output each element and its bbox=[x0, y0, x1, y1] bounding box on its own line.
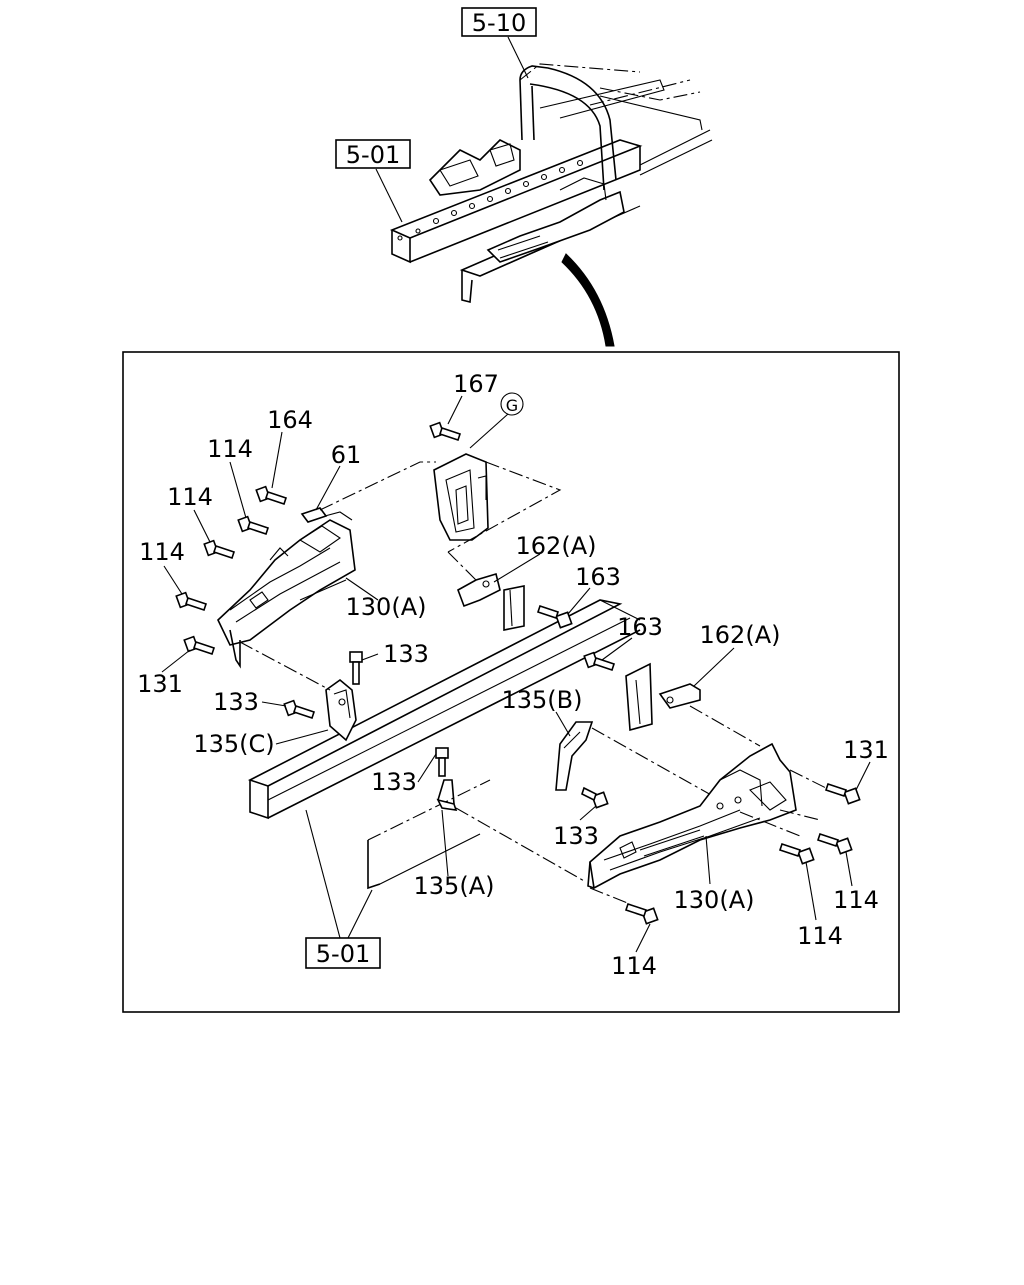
callout-135b[interactable]: 135(B) bbox=[502, 686, 583, 714]
callout-114-c[interactable]: 114 bbox=[139, 538, 185, 566]
callout-g-circle bbox=[500, 392, 524, 416]
callout-131-left[interactable]: 131 bbox=[137, 670, 183, 698]
callout-114-a[interactable]: 114 bbox=[207, 435, 253, 463]
callout-167[interactable]: 167 bbox=[453, 370, 499, 398]
callout-labels: 167 G 164 61 114 114 114 162(A) 163 130(… bbox=[137, 370, 889, 980]
callout-135c[interactable]: 135(C) bbox=[193, 730, 274, 758]
detail-frame-box bbox=[122, 351, 900, 1013]
detail-drawing bbox=[161, 392, 871, 953]
callout-133-left[interactable]: 133 bbox=[213, 688, 259, 716]
callout-114-r1[interactable]: 114 bbox=[833, 886, 879, 914]
callout-131-right[interactable]: 131 bbox=[843, 736, 889, 764]
callout-61[interactable]: 61 bbox=[331, 441, 362, 469]
overview-frame-drawing: 5-10 5-01 bbox=[335, 7, 713, 347]
ref-frame-bottom-label: 5-01 bbox=[316, 940, 370, 968]
callout-133-mid[interactable]: 133 bbox=[371, 768, 417, 796]
callout-114-bottom[interactable]: 114 bbox=[611, 952, 657, 980]
callout-163-left[interactable]: 163 bbox=[575, 563, 621, 591]
ref-box-frame-top[interactable] bbox=[335, 139, 411, 169]
callout-163-right[interactable]: 163 bbox=[617, 613, 663, 641]
callout-135a[interactable]: 135(A) bbox=[414, 872, 495, 900]
callout-g[interactable]: G bbox=[506, 396, 518, 415]
callout-133-low[interactable]: 133 bbox=[553, 822, 599, 850]
ref-box-frame-bottom[interactable] bbox=[305, 937, 381, 969]
callout-162a-left[interactable]: 162(A) bbox=[516, 532, 597, 560]
ref-frame-top-label: 5-01 bbox=[346, 141, 400, 169]
callout-164[interactable]: 164 bbox=[267, 406, 313, 434]
callout-162a-right[interactable]: 162(A) bbox=[700, 621, 781, 649]
callout-133-top[interactable]: 133 bbox=[383, 640, 429, 668]
ref-cab-label: 5-10 bbox=[472, 9, 526, 37]
callout-130a-right[interactable]: 130(A) bbox=[674, 886, 755, 914]
callout-130a-left[interactable]: 130(A) bbox=[346, 593, 427, 621]
ref-box-cab[interactable] bbox=[461, 7, 537, 37]
callout-114-r2[interactable]: 114 bbox=[797, 922, 843, 950]
callout-114-b[interactable]: 114 bbox=[167, 483, 213, 511]
